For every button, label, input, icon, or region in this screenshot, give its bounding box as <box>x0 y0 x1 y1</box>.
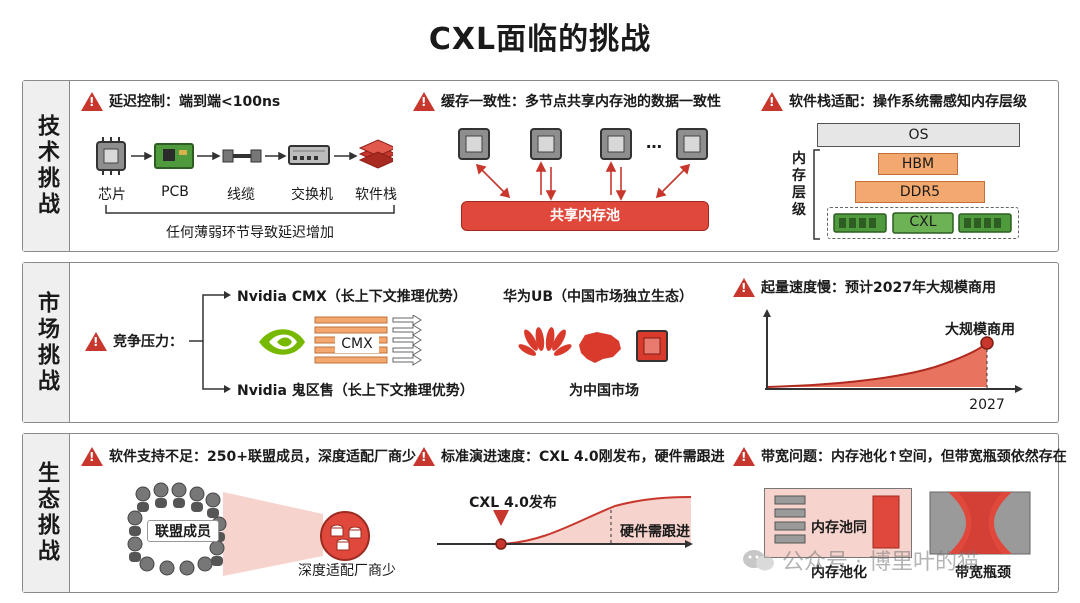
nvidia-second-label: Nvidia 鬼区售（长上下文推理优势） <box>237 383 474 399</box>
year-label: 2027 <box>969 397 1005 413</box>
coherence-ellipsis: … <box>646 133 662 152</box>
warning-icon <box>413 446 435 466</box>
layer-cxl: CXL <box>909 214 937 230</box>
chip-icon <box>96 137 126 175</box>
tech-side-label: 技术挑战 <box>23 81 70 251</box>
software-heading: 软件栈适配：操作系统需感知内存层级 <box>761 91 1027 111</box>
switch-icon <box>288 145 330 165</box>
memory-pool-icon <box>774 495 900 549</box>
support-heading: 软件支持不足：250+联盟成员，深度适配厂商少 <box>81 446 416 466</box>
china-map-icon <box>579 332 621 363</box>
page-title: CXL面临的挑战 <box>428 22 652 57</box>
bandwidth-bottleneck-icon <box>929 491 1031 555</box>
bandwidth-heading: 带宽问题：内存池化↑空间，但带宽瓶颈依然存在 <box>733 446 1067 466</box>
competition-label: 竞争压力： <box>85 331 183 351</box>
market-icons <box>518 327 668 363</box>
latency-bracket <box>105 205 395 214</box>
wechat-icon <box>743 550 774 571</box>
layer-hbm: HBM <box>878 153 958 175</box>
memory-module-icons <box>833 212 1012 234</box>
shared-memory-pool: 共享内存池 <box>461 201 709 231</box>
adoption-curve-chart <box>763 309 1023 393</box>
warning-icon <box>81 91 103 111</box>
coherence-diagram <box>458 128 708 201</box>
nvidia-cmx-label: Nvidia CMX（长上下文推理优势） <box>237 289 467 305</box>
scale-heading: 起量速度慢：预计2027年大规模商用 <box>733 277 996 297</box>
watermark: 公众号 · 博里叶的猫 <box>742 544 979 576</box>
chain-label-software: 软件栈 <box>355 187 397 203</box>
warning-icon <box>81 446 103 466</box>
peak-label: 大规模商用 <box>945 322 1015 338</box>
standard-heading: 标准演进速度：CXL 4.0刚发布，硬件需跟进 <box>413 446 725 466</box>
memory-pool-inner-label: 内存池同 <box>811 520 867 536</box>
tech-panel: 技术挑战 延迟控制：端到端<100ns <box>22 80 1059 252</box>
cable-icon <box>222 149 262 163</box>
chain-label-switch: 交换机 <box>291 187 333 203</box>
hardware-follow-label: 硬件需跟进 <box>620 524 690 540</box>
pcb-icon <box>154 143 194 169</box>
warning-icon <box>413 91 435 111</box>
latency-chain-icons <box>96 137 393 175</box>
latency-footnote: 任何薄弱环节导致延迟增加 <box>166 225 334 241</box>
cxl4-release-label: CXL 4.0发布 <box>469 495 557 511</box>
watermark-text: 公众号 · 博里叶的猫 <box>782 550 979 575</box>
memory-pooling-label: 内存池化 <box>811 565 867 581</box>
huawei-logo-icon <box>518 327 572 356</box>
warning-icon <box>761 91 783 111</box>
bandwidth-bottleneck-label: 带宽瓶颈 <box>955 565 1011 581</box>
chain-label-pcb: PCB <box>161 184 189 200</box>
market-side-label: 市场挑战 <box>23 263 70 422</box>
china-market-label: 为中国市场 <box>569 383 639 399</box>
chain-label-chip: 芯片 <box>98 187 126 203</box>
market-panel: 市场挑战 竞争压力： Nvidia CMX（长上下文推理优势） CMX Nvid… <box>22 262 1059 423</box>
standard-timeline-chart <box>437 496 693 550</box>
ecosystem-side-label: 生态挑战 <box>23 434 70 592</box>
warning-icon <box>733 277 755 297</box>
latency-heading: 延迟控制：端到端<100ns <box>81 91 280 111</box>
warning-icon <box>733 446 755 466</box>
cmx-label: CMX <box>335 335 379 353</box>
chain-label-cable: 线缆 <box>227 187 255 203</box>
layer-os: OS <box>817 123 1020 147</box>
software-stack-icon <box>358 139 393 169</box>
hierarchy-bracket <box>813 149 820 240</box>
competition-branch-arrows <box>189 291 231 393</box>
ecosystem-panel: 生态挑战 软件支持不足：250+联盟成员，深度适配厂商少 联盟成员 深度适配厂商… <box>22 433 1067 593</box>
warning-icon <box>85 331 107 351</box>
deep-vendors-label: 深度适配厂商少 <box>298 563 396 579</box>
memory-hierarchy-side-label: 内存层级 <box>792 151 806 218</box>
huawei-ub-label: 华为UB（中国市场独立生态） <box>503 289 694 305</box>
alliance-members-icon <box>127 482 370 576</box>
chip-icon <box>636 330 668 362</box>
cxl-tier-box <box>827 207 1019 239</box>
nvidia-logo-icon <box>251 319 311 365</box>
coherence-heading: 缓存一致性：多节点共享内存池的数据一致性 <box>413 91 721 111</box>
alliance-members-label: 联盟成员 <box>147 520 219 542</box>
layer-ddr5: DDR5 <box>855 181 985 203</box>
